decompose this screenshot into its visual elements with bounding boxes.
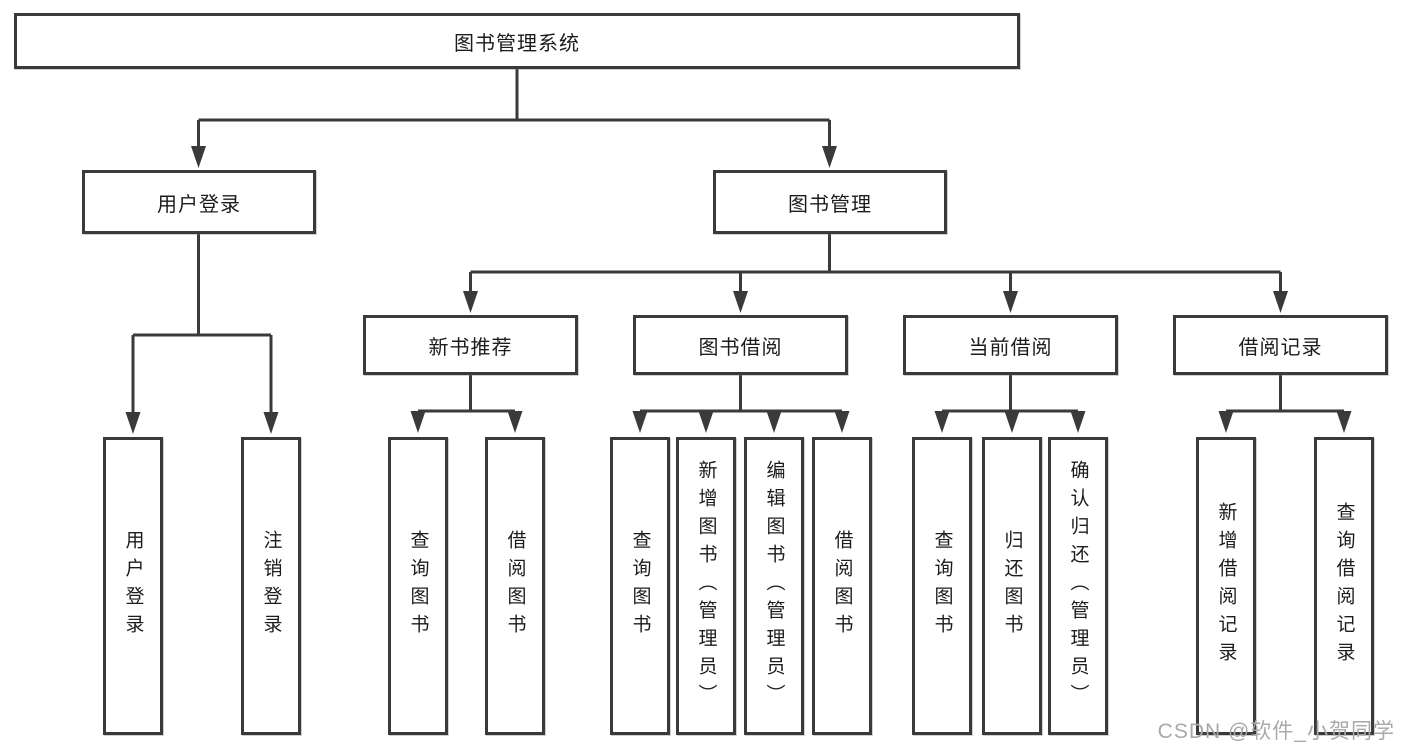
node-book-management: 图书管理: [713, 170, 947, 234]
leaf-query-borrow-record: 查询借阅记录: [1314, 437, 1374, 735]
node-new-book-recommendation: 新书推荐: [363, 315, 578, 375]
leaf-borrow-books-recommend: 借阅图书: [485, 437, 545, 735]
leaf-confirm-return-admin: 确认归还（管理员）: [1048, 437, 1108, 735]
leaf-return-books: 归还图书: [982, 437, 1042, 735]
node-borrowing-records: 借阅记录: [1173, 315, 1388, 375]
watermark: CSDN @软件_小贺同学: [1157, 720, 1395, 743]
node-user-login: 用户登录: [82, 170, 316, 234]
leaf-edit-books-admin: 编辑图书（管理员）: [744, 437, 804, 735]
leaf-user-login: 用户登录: [103, 437, 163, 735]
leaf-logout: 注销登录: [241, 437, 301, 735]
leaf-add-borrow-record: 新增借阅记录: [1196, 437, 1256, 735]
node-current-borrowing: 当前借阅: [903, 315, 1118, 375]
leaf-borrow-books: 借阅图书: [812, 437, 872, 735]
node-book-borrowing: 图书借阅: [633, 315, 848, 375]
leaf-query-books-recommend: 查询图书: [388, 437, 448, 735]
node-library-management-system: 图书管理系统: [14, 13, 1020, 69]
leaf-query-books-borrow: 查询图书: [610, 437, 670, 735]
leaf-query-books-current: 查询图书: [912, 437, 972, 735]
leaf-add-books-admin: 新增图书（管理员）: [676, 437, 736, 735]
